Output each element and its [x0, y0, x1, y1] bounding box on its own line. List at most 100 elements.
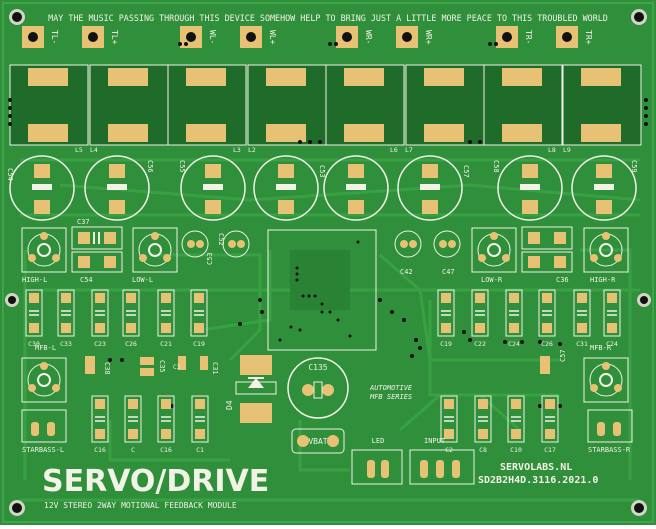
- trimpot-high-r: HIGH-R: [583, 227, 629, 284]
- trimpot-label: LOW-L: [132, 276, 153, 284]
- smd-cap-label: C19: [440, 340, 452, 348]
- electrolytic-cap: [323, 155, 389, 221]
- inductor-label: L4: [90, 146, 98, 154]
- label-c57: C57: [559, 349, 567, 362]
- inductor-label: L3: [233, 146, 241, 154]
- mid-right-cluster: C36: [521, 226, 573, 284]
- label-c38: C38: [103, 362, 111, 375]
- terminal-label: WL+: [268, 30, 277, 45]
- trimpot-label: MFB-R: [590, 344, 612, 352]
- smd-cap: C19: [190, 289, 208, 348]
- inductor: [9, 64, 89, 146]
- smd-cap: C8: [474, 395, 492, 454]
- smd-cap: C26: [122, 289, 140, 348]
- automotive-label: AUTOMOTIVE: [369, 384, 413, 392]
- mid-left-cluster: C37 C54: [71, 218, 123, 284]
- terminal-tl-neg: TL-: [22, 26, 59, 48]
- inductor: [325, 64, 405, 146]
- smd-cap-label: C31: [576, 340, 588, 348]
- starbass-connectors: STARBASS-L STARBASS-R: [21, 409, 633, 454]
- smd-cap: C31: [573, 289, 591, 348]
- big-cap-label: C59: [630, 160, 638, 173]
- trimpot-label: MFB-L: [35, 344, 56, 352]
- label-c42: C42: [400, 268, 413, 276]
- terminal-label: TL-: [50, 30, 59, 44]
- inductor-label: L7: [405, 146, 413, 154]
- smd-cap: C19: [437, 289, 455, 348]
- smd-cap-label: C16: [160, 446, 172, 454]
- electrolytic-cap: [397, 155, 463, 221]
- smd-cap-label: C23: [94, 340, 106, 348]
- inductor: [89, 64, 169, 146]
- smd-cap: C22: [471, 289, 489, 348]
- smd-cap: C30: [25, 289, 43, 348]
- terminal-wr-negpos: WR+: [396, 26, 433, 48]
- terminal-label: TL+: [110, 30, 119, 45]
- smd-cap: C24: [603, 289, 621, 348]
- inductor-label: L6: [390, 146, 398, 154]
- label-d4: D4: [225, 400, 234, 410]
- big-cap-label: C54: [6, 168, 14, 181]
- smd-cap-label: C26: [541, 340, 553, 348]
- vbat-connector: VBAT: [291, 428, 345, 454]
- big-cap-label: C56: [146, 160, 154, 173]
- terminal-label: TR-: [524, 30, 533, 44]
- smd-cap-label: C17: [544, 446, 556, 454]
- board-subtitle: 12V STEREO 2WAY MOTIONAL FEEDBACK MODULE: [44, 501, 237, 510]
- big-cap-label: C58: [492, 160, 500, 173]
- smd-cap: C: [124, 395, 142, 454]
- inductor-label: L9: [563, 146, 571, 154]
- svg-text:C31: C31: [211, 362, 219, 375]
- mid-smd-parts: C38 C35 C3 C31 C57: [85, 349, 567, 376]
- svg-text:C3: C3: [173, 364, 181, 371]
- smd-cap: C1: [191, 395, 209, 454]
- mfb-series-label: MFB SERIES: [369, 393, 412, 401]
- motto-text: MAY THE MUSIC PASSING THROUGH THIS DEVIC…: [48, 13, 608, 23]
- smd-cap-label: C26: [125, 340, 137, 348]
- trimpot-low-r: LOW-R: [471, 227, 517, 284]
- electrolytic-cap: [253, 155, 319, 221]
- terminal-tr-neg: TR-: [496, 26, 533, 48]
- smd-cap: C21: [157, 289, 175, 348]
- smd-cap: C26: [538, 289, 556, 348]
- trimpot-mfb-r: MFB-R: [583, 344, 629, 403]
- smd-cap-label: C22: [474, 340, 486, 348]
- smd-cap: C17: [541, 395, 559, 454]
- brand-label: SERVOLABS.NL: [500, 462, 572, 473]
- led-connector: LED: [351, 437, 403, 485]
- terminal-label: WR-: [364, 30, 373, 44]
- terminal-wr-neg: WR-: [336, 26, 373, 48]
- dsp-ic-area: [267, 229, 377, 351]
- terminal-label: WL-: [208, 30, 217, 44]
- label-c54: C54: [80, 276, 93, 284]
- mounting-holes: [5, 9, 651, 516]
- smd-cap-label: C8: [479, 446, 487, 454]
- inductor: [562, 64, 642, 146]
- electrolytic-cap: [497, 155, 563, 221]
- vbat-label: VBAT: [308, 437, 327, 446]
- label-c53: C53: [206, 252, 214, 265]
- label-c35: C35: [158, 360, 166, 373]
- smd-cap-label: C21: [160, 340, 172, 348]
- trimpot-label: HIGH-R: [590, 276, 616, 284]
- label-c47: C47: [442, 268, 455, 276]
- big-cap-label: C57: [462, 165, 470, 178]
- smd-cap-label: C: [131, 446, 135, 454]
- smd-cap: C24: [505, 289, 523, 348]
- small-round-caps: C52 C53 C42 C47: [181, 230, 461, 276]
- inductor: [247, 64, 327, 146]
- smd-cap-label: C10: [510, 446, 522, 454]
- smd-cap: C10: [507, 395, 525, 454]
- inductor-label: L5: [75, 146, 83, 154]
- electrolytic-cap: [84, 155, 150, 221]
- label-c135: C135: [308, 363, 327, 372]
- input-label: INPUT: [424, 437, 446, 445]
- smd-cap: C16: [91, 395, 109, 454]
- smd-cap-label: C24: [606, 340, 618, 348]
- trimpot-mfb-l: MFB-L: [21, 344, 67, 403]
- starbass-r-label: STARBASS-R: [588, 446, 631, 454]
- label-c37: C37: [77, 218, 90, 226]
